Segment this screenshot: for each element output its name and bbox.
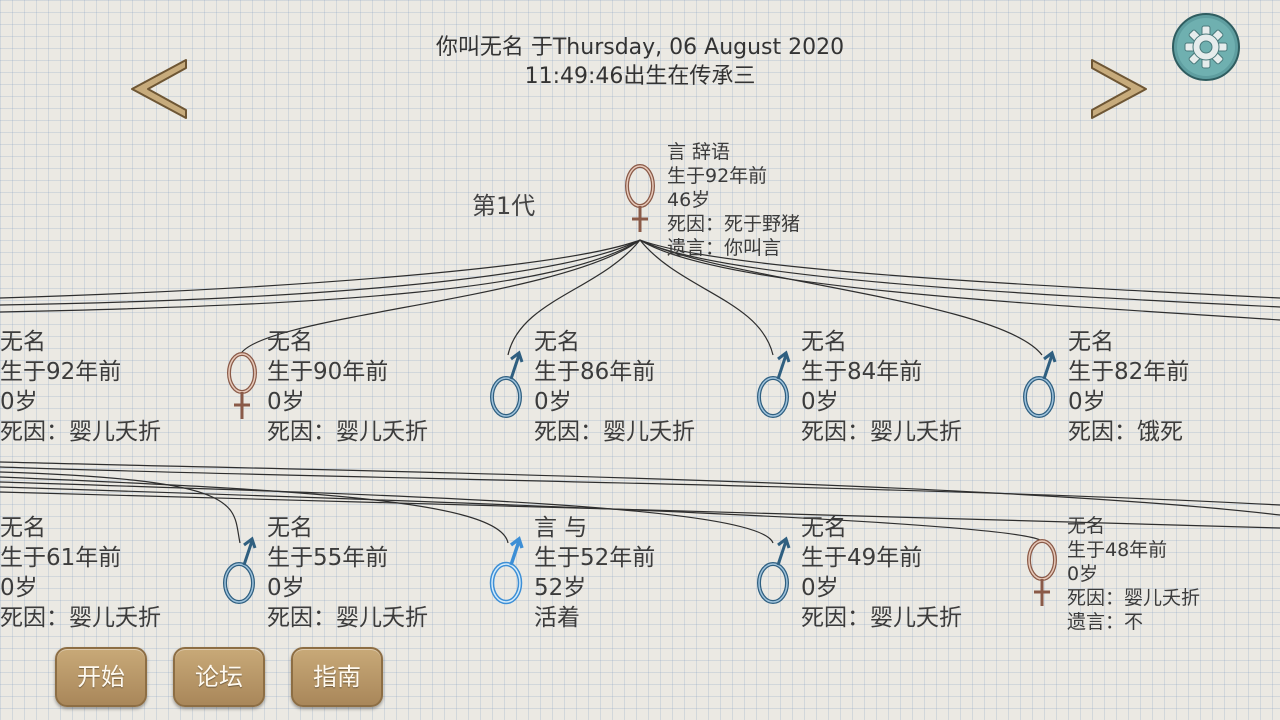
male-symbol-icon bbox=[757, 350, 791, 418]
person-born: 生于55年前 bbox=[267, 545, 389, 571]
person-name: 无名 bbox=[0, 329, 46, 355]
person-name: 无名 bbox=[1068, 329, 1114, 355]
person-born: 生于52年前 bbox=[534, 545, 656, 571]
person-age: 0岁 bbox=[1067, 563, 1099, 585]
person-name: 无名 bbox=[534, 329, 580, 355]
male-symbol-icon bbox=[223, 536, 257, 604]
chevron-left-icon[interactable] bbox=[128, 58, 190, 120]
person-born: 生于92年前 bbox=[667, 165, 768, 187]
person-age: 0岁 bbox=[0, 389, 38, 415]
person-cause: 死因：死于野猪 bbox=[667, 213, 801, 235]
person-born: 生于92年前 bbox=[0, 359, 122, 385]
person-born: 生于49年前 bbox=[801, 545, 923, 571]
male-symbol-icon bbox=[1023, 350, 1057, 418]
person-status: 死因：婴儿夭折 bbox=[801, 419, 962, 445]
person-born: 生于90年前 bbox=[267, 359, 389, 385]
person-status: 死因：婴儿夭折 bbox=[801, 605, 962, 631]
person-status: 死因：婴儿夭折 bbox=[0, 605, 161, 631]
person-will: 遗言：你叫言 bbox=[667, 237, 782, 259]
person-status: 活着 bbox=[534, 605, 580, 631]
person-name: 无名 bbox=[267, 515, 313, 541]
person-name: 言 与 bbox=[534, 515, 588, 541]
person-age: 52岁 bbox=[534, 575, 587, 601]
birth-info-line2: 11:49:46出生在传承三 bbox=[524, 64, 756, 89]
person-will: 遗言：不 bbox=[1067, 611, 1144, 633]
person-name: 无名 bbox=[801, 329, 847, 355]
person-born: 生于82年前 bbox=[1068, 359, 1190, 385]
person-status: 死因：婴儿夭折 bbox=[267, 605, 428, 631]
generation-label: 第1代 bbox=[472, 192, 536, 220]
person-status: 死因：饿死 bbox=[1068, 419, 1183, 445]
male-symbol-icon bbox=[490, 350, 524, 418]
person-born: 生于61年前 bbox=[0, 545, 122, 571]
person-age: 46岁 bbox=[667, 189, 711, 211]
person-name: 无名 bbox=[801, 515, 847, 541]
person-name: 言 辞语 bbox=[667, 141, 731, 163]
person-age: 0岁 bbox=[267, 389, 305, 415]
gear-icon[interactable] bbox=[1171, 12, 1241, 82]
person-name: 无名 bbox=[267, 329, 313, 355]
male-symbol-icon bbox=[757, 536, 791, 604]
person-born: 生于86年前 bbox=[534, 359, 656, 385]
person-born: 生于84年前 bbox=[801, 359, 923, 385]
person-age: 0岁 bbox=[1068, 389, 1106, 415]
chevron-right-icon[interactable] bbox=[1088, 58, 1150, 120]
female-symbol-icon bbox=[1027, 539, 1057, 606]
person-status: 死因：婴儿夭折 bbox=[267, 419, 428, 445]
start-button[interactable]: 开始 bbox=[55, 647, 147, 707]
person-status: 死因：婴儿夭折 bbox=[1067, 587, 1201, 609]
person-age: 0岁 bbox=[801, 575, 839, 601]
person-name: 无名 bbox=[1067, 515, 1106, 537]
female-symbol-icon bbox=[625, 164, 655, 232]
person-age: 0岁 bbox=[0, 575, 38, 601]
birth-info-line1: 你叫无名 于Thursday, 06 August 2020 bbox=[435, 35, 845, 60]
male-symbol-icon bbox=[489, 536, 524, 605]
person-age: 0岁 bbox=[267, 575, 305, 601]
forum-button[interactable]: 论坛 bbox=[173, 647, 265, 707]
person-age: 0岁 bbox=[801, 389, 839, 415]
guide-button[interactable]: 指南 bbox=[291, 647, 383, 707]
female-symbol-icon bbox=[227, 352, 257, 419]
person-name: 无名 bbox=[0, 515, 46, 541]
person-status: 死因：婴儿夭折 bbox=[0, 419, 161, 445]
person-age: 0岁 bbox=[534, 389, 572, 415]
person-status: 死因：婴儿夭折 bbox=[534, 419, 695, 445]
person-born: 生于48年前 bbox=[1067, 539, 1168, 561]
birth-info-header: 你叫无名 于Thursday, 06 August 2020 11:49:46出… bbox=[340, 33, 940, 91]
